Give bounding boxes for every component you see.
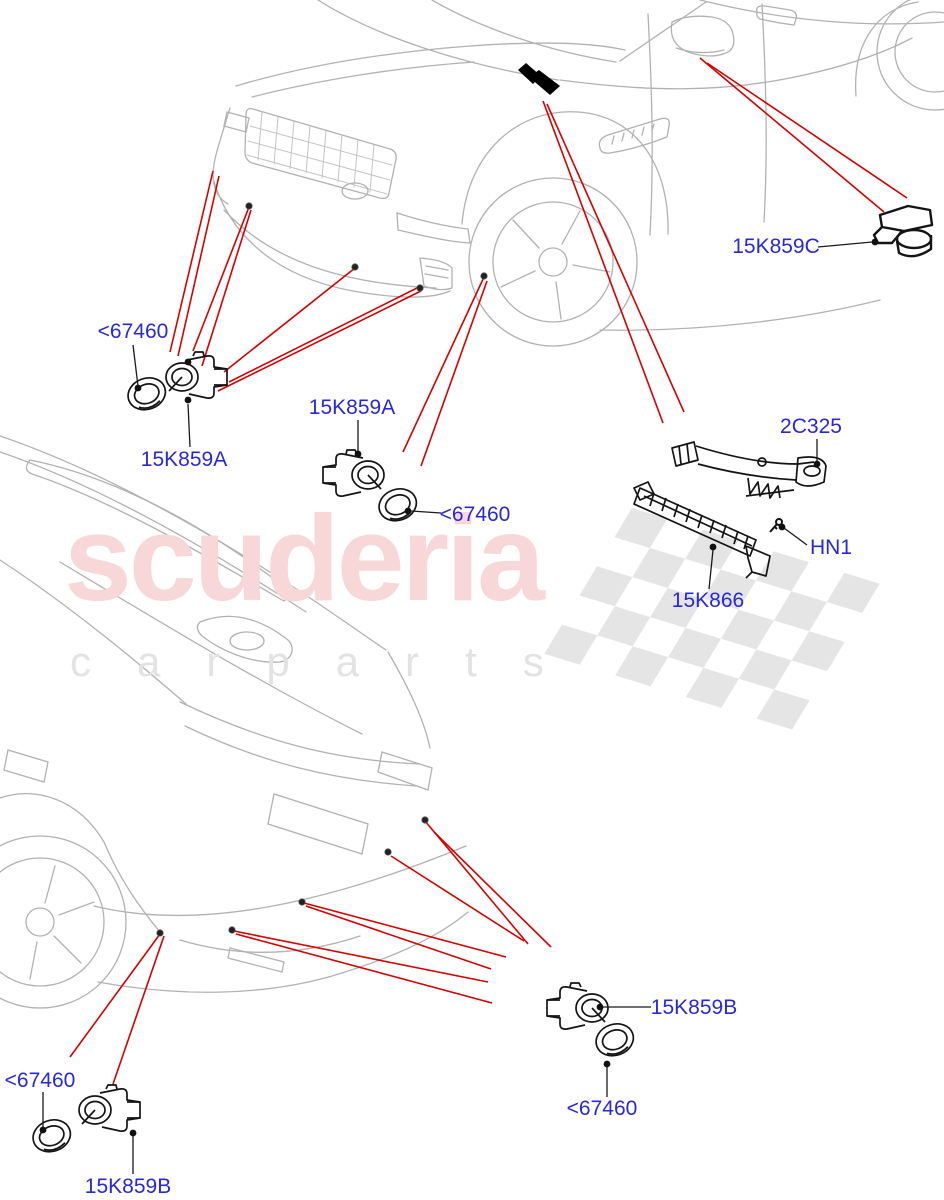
ring-rear-left xyxy=(32,1119,72,1153)
fender-vent xyxy=(598,117,670,154)
part-label-front-center-ring[interactable]: <67460 xyxy=(439,503,511,526)
grille-badge xyxy=(341,182,369,200)
part-drawings xyxy=(32,204,934,1153)
part-label-side-sensor[interactable]: 15K859C xyxy=(732,235,820,258)
part-label-front-center-sensor[interactable]: 15K859A xyxy=(308,396,396,419)
part-label-front-left-ring[interactable]: <67460 xyxy=(97,320,169,343)
leader-dots xyxy=(39,238,879,1137)
sensor-front-center xyxy=(322,449,385,497)
tailgate-spoiler xyxy=(196,615,293,663)
right-headlamp xyxy=(396,212,471,244)
part-label-front-left-sensor[interactable]: 15K859A xyxy=(140,448,228,471)
watermark-brand: scuderia xyxy=(64,490,545,626)
part-label-nut[interactable]: HN1 xyxy=(809,536,853,559)
sensor-rear-left xyxy=(78,1084,141,1132)
watermark-sub: carparts xyxy=(70,638,590,685)
part-label-rear-right-sensor[interactable]: 15K859B xyxy=(650,996,738,1019)
part-label-rear-left-ring[interactable]: <67460 xyxy=(4,1069,76,1092)
screw-hn1 xyxy=(769,518,783,533)
sensor-front-left xyxy=(165,351,228,399)
ring-rear-right xyxy=(595,1023,635,1057)
grille-mesh xyxy=(246,111,393,195)
deflector-15k866 xyxy=(633,481,771,579)
sensor-location-dots xyxy=(156,202,488,937)
part-label-deflector[interactable]: 15K866 xyxy=(671,589,745,612)
sensor-rear-right xyxy=(546,982,609,1030)
rear-vehicle-illustration xyxy=(0,435,469,1009)
mounting-position-mark xyxy=(518,63,560,95)
part-label-rear-right-ring[interactable]: <67460 xyxy=(566,1097,638,1120)
plate-recess xyxy=(267,793,369,855)
part-label-rear-left-sensor[interactable]: 15K859B xyxy=(84,1175,172,1198)
ring-front-left xyxy=(127,377,167,411)
tail-lamp xyxy=(377,751,433,791)
leader-lines xyxy=(42,241,873,1174)
sensor-side xyxy=(872,204,934,258)
left-headlamp xyxy=(223,111,250,133)
part-label-bracket[interactable]: 2C325 xyxy=(780,415,842,438)
door-handle xyxy=(756,5,798,26)
bracket-2c325 xyxy=(671,441,827,499)
callout-lines xyxy=(69,57,908,1085)
checkered-flag-watermark xyxy=(544,507,880,730)
